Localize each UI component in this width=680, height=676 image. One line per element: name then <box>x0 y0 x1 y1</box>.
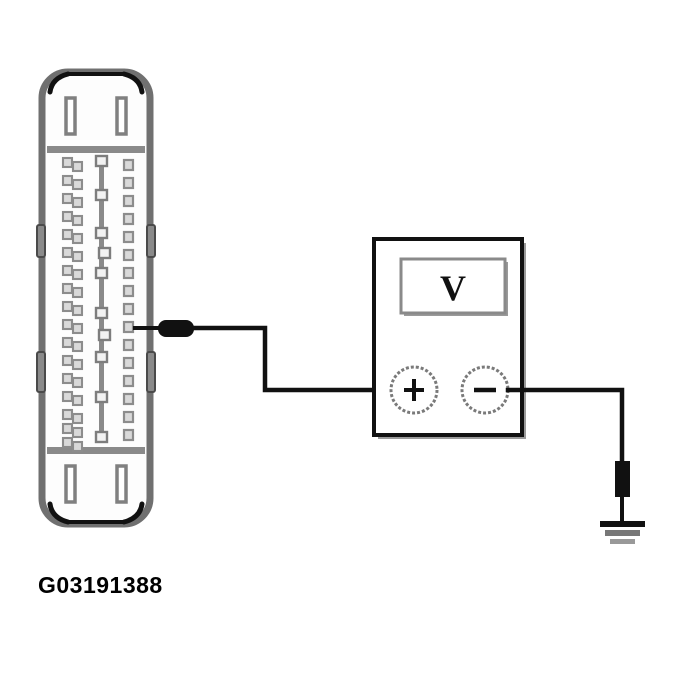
electrical-connector[interactable] <box>36 68 156 528</box>
center-rail <box>99 160 104 442</box>
negative-test-lead[interactable] <box>505 387 625 465</box>
ground-bar-3 <box>610 539 635 544</box>
positive-test-lead[interactable] <box>133 320 415 393</box>
center-rail-column <box>94 154 112 444</box>
ground-bar-1 <box>600 521 645 527</box>
connector-bottom-slot-2 <box>115 464 128 504</box>
connector-side-tab-lower-right <box>146 351 156 393</box>
meter-display-value: V <box>440 268 466 308</box>
connector-corner-accent-tl <box>47 71 71 95</box>
figure-caption: G03191388 <box>38 570 338 604</box>
ground-bar-2 <box>605 530 640 536</box>
meter-display <box>399 257 507 315</box>
connector-divider-top <box>47 146 145 153</box>
connector-side-tab-upper-right <box>146 224 156 258</box>
digital-multimeter[interactable]: V <box>372 237 526 439</box>
connector-corner-accent-tr <box>121 71 145 95</box>
connector-corner-accent-br <box>121 501 145 525</box>
connector-divider-bottom <box>47 447 145 454</box>
connector-corner-accent-bl <box>47 501 71 525</box>
connector-top-slot-1 <box>64 96 77 136</box>
connector-outer-shell <box>38 68 154 528</box>
connector-probe-tip <box>158 320 194 337</box>
figure-caption-text: G03191388 <box>38 572 163 598</box>
chassis-ground-symbol[interactable] <box>600 461 645 544</box>
connector-side-tab-upper-left <box>36 224 46 258</box>
connector-top-slot-2 <box>115 96 128 136</box>
positive-lead-wire <box>191 325 415 393</box>
connector-bottom-slot-1 <box>64 464 77 504</box>
negative-lead-wire <box>505 387 625 465</box>
connector-side-tab-lower-left <box>36 351 46 393</box>
